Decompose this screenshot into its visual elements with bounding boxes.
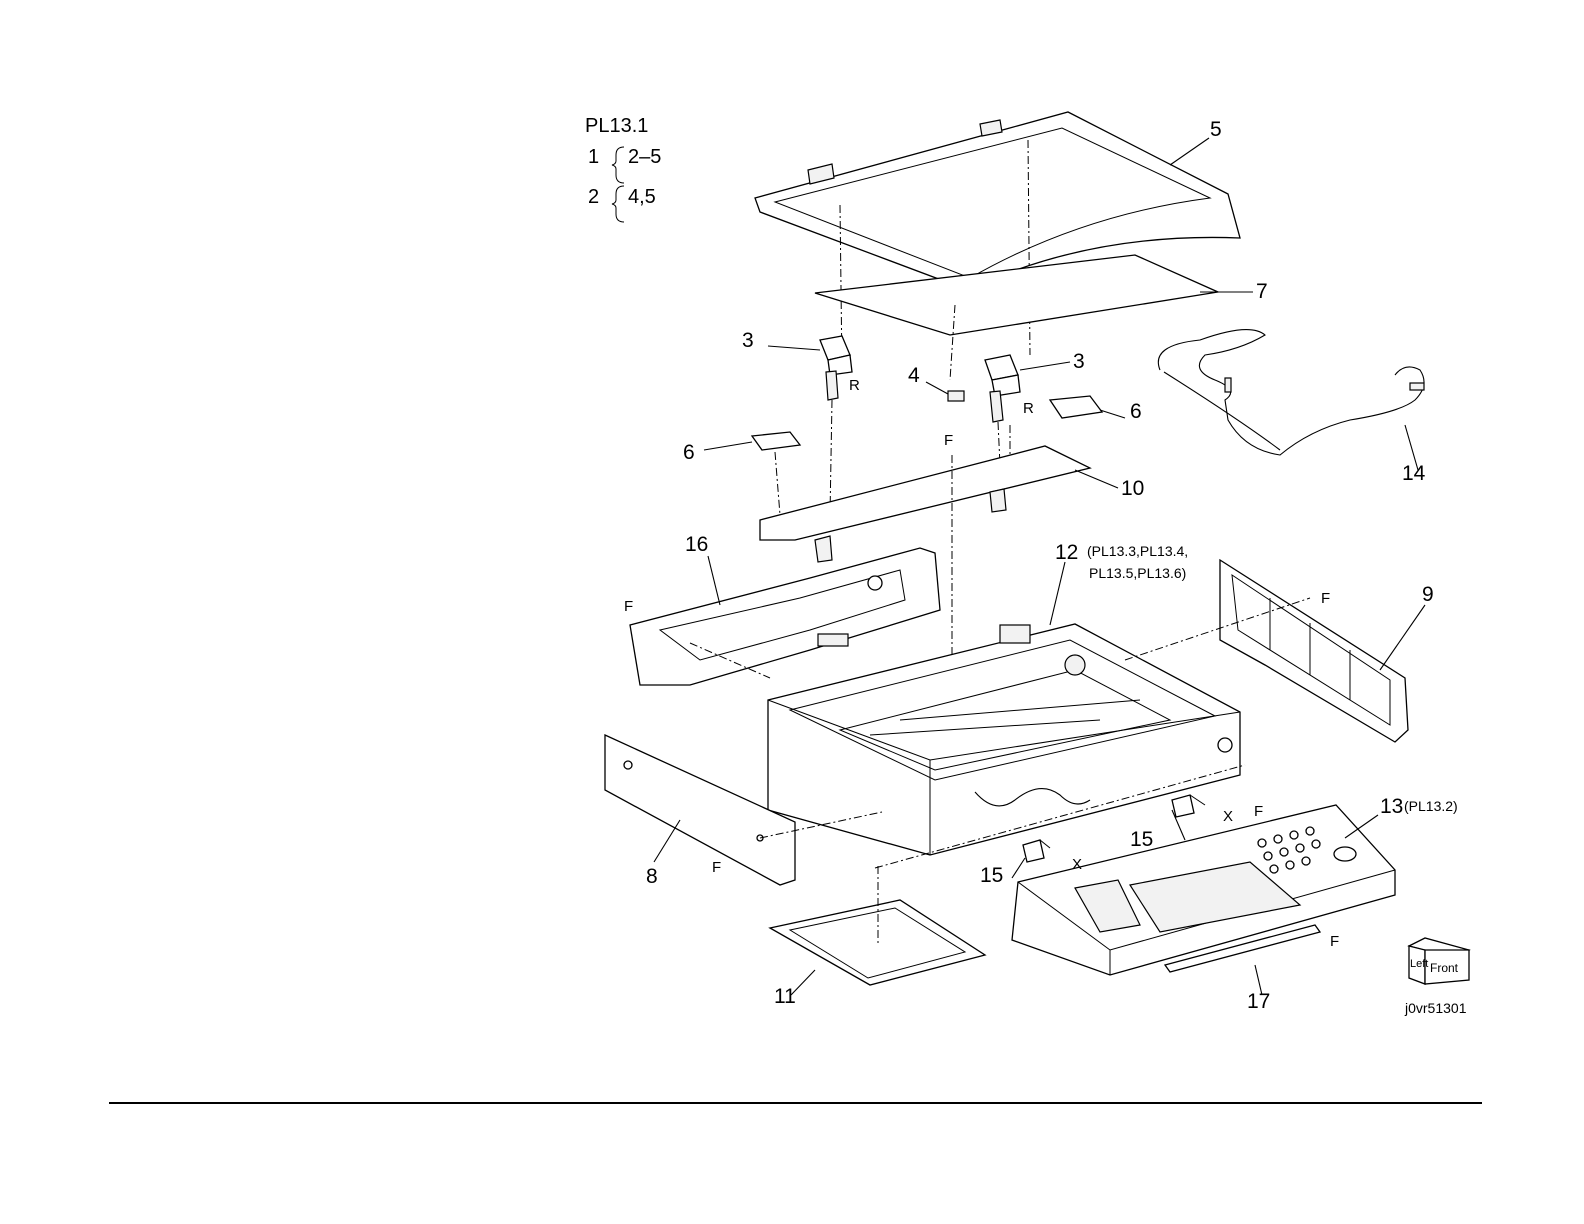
- marker-r-left: R: [849, 377, 860, 394]
- callout-7: 7: [1256, 280, 1268, 303]
- orientation-left-label: Left: [1410, 958, 1428, 970]
- part-12-ref-line1: (PL13.3,PL13.4,: [1087, 543, 1188, 559]
- plate-header: PL13.1 1 2–5 2 4,5: [585, 115, 661, 222]
- kit1-bracket: [612, 147, 624, 183]
- kit2-bracket: [612, 186, 624, 222]
- kit2-range: 4,5: [628, 186, 656, 208]
- cover-mat-part-7: [815, 255, 1218, 380]
- callout-4: 4: [908, 364, 920, 387]
- marker-f-right-cover: F: [1321, 590, 1330, 607]
- part-12-ref-line2: PL13.5,PL13.6): [1089, 565, 1186, 581]
- callout-16: 16: [685, 533, 708, 556]
- callout-12: 12: [1055, 541, 1078, 564]
- hinge-left-part-3: [820, 336, 852, 515]
- callout-8: 8: [646, 865, 658, 888]
- callout-17: 17: [1247, 990, 1270, 1013]
- callout-9: 9: [1422, 583, 1434, 606]
- page-bottom-rule: [109, 1102, 1482, 1104]
- left-side-cover-part-16: [630, 548, 940, 685]
- marker-r-right: R: [1023, 400, 1034, 417]
- kit2-number: 2: [588, 186, 599, 208]
- marker-f-bracket: F: [944, 432, 953, 449]
- kit1-range: 2–5: [628, 146, 661, 168]
- callout-6-right: 6: [1130, 400, 1142, 423]
- bracket-part-15-right: [1172, 795, 1205, 817]
- callout-10: 10: [1121, 477, 1144, 500]
- plate-number: PL13.1: [585, 115, 648, 137]
- callout-13: 13: [1380, 795, 1403, 818]
- marker-f-panel-top: F: [1254, 803, 1263, 820]
- marker-x-right: X: [1223, 808, 1233, 825]
- orientation-cube-icon: Left Front: [1409, 938, 1469, 984]
- orientation-front-label: Front: [1430, 961, 1459, 975]
- kit1-number: 1: [588, 146, 599, 168]
- callout-11: 11: [774, 985, 796, 1008]
- hinge-cover-left-part-6: [752, 432, 800, 515]
- hinge-right-part-3: [985, 355, 1020, 465]
- marker-f-front-bar: F: [712, 859, 721, 876]
- platen-cover-part-5: [755, 112, 1240, 370]
- callout-15-left: 15: [980, 864, 1003, 887]
- callout-14: 14: [1402, 462, 1426, 485]
- pad-part-4: [948, 391, 964, 401]
- callout-3-left: 3: [742, 329, 754, 352]
- callout-15-right: 15: [1130, 828, 1153, 851]
- bottom-cover-part-11: [770, 866, 985, 985]
- scanner-frame-part-12: [768, 624, 1245, 868]
- wire-harness-part-14: [1158, 330, 1424, 455]
- marker-x-left: X: [1072, 856, 1082, 873]
- bracket-part-15-left: [1023, 840, 1050, 862]
- callout-5: 5: [1210, 118, 1222, 141]
- marker-f-left-cover: F: [624, 598, 633, 615]
- part-13-ref: (PL13.2): [1404, 798, 1458, 814]
- figure-id: j0vr51301: [1404, 1000, 1467, 1016]
- callout-6-left: 6: [683, 441, 695, 464]
- marker-f-panel-bottom: F: [1330, 933, 1339, 950]
- callout-3-right: 3: [1073, 350, 1085, 373]
